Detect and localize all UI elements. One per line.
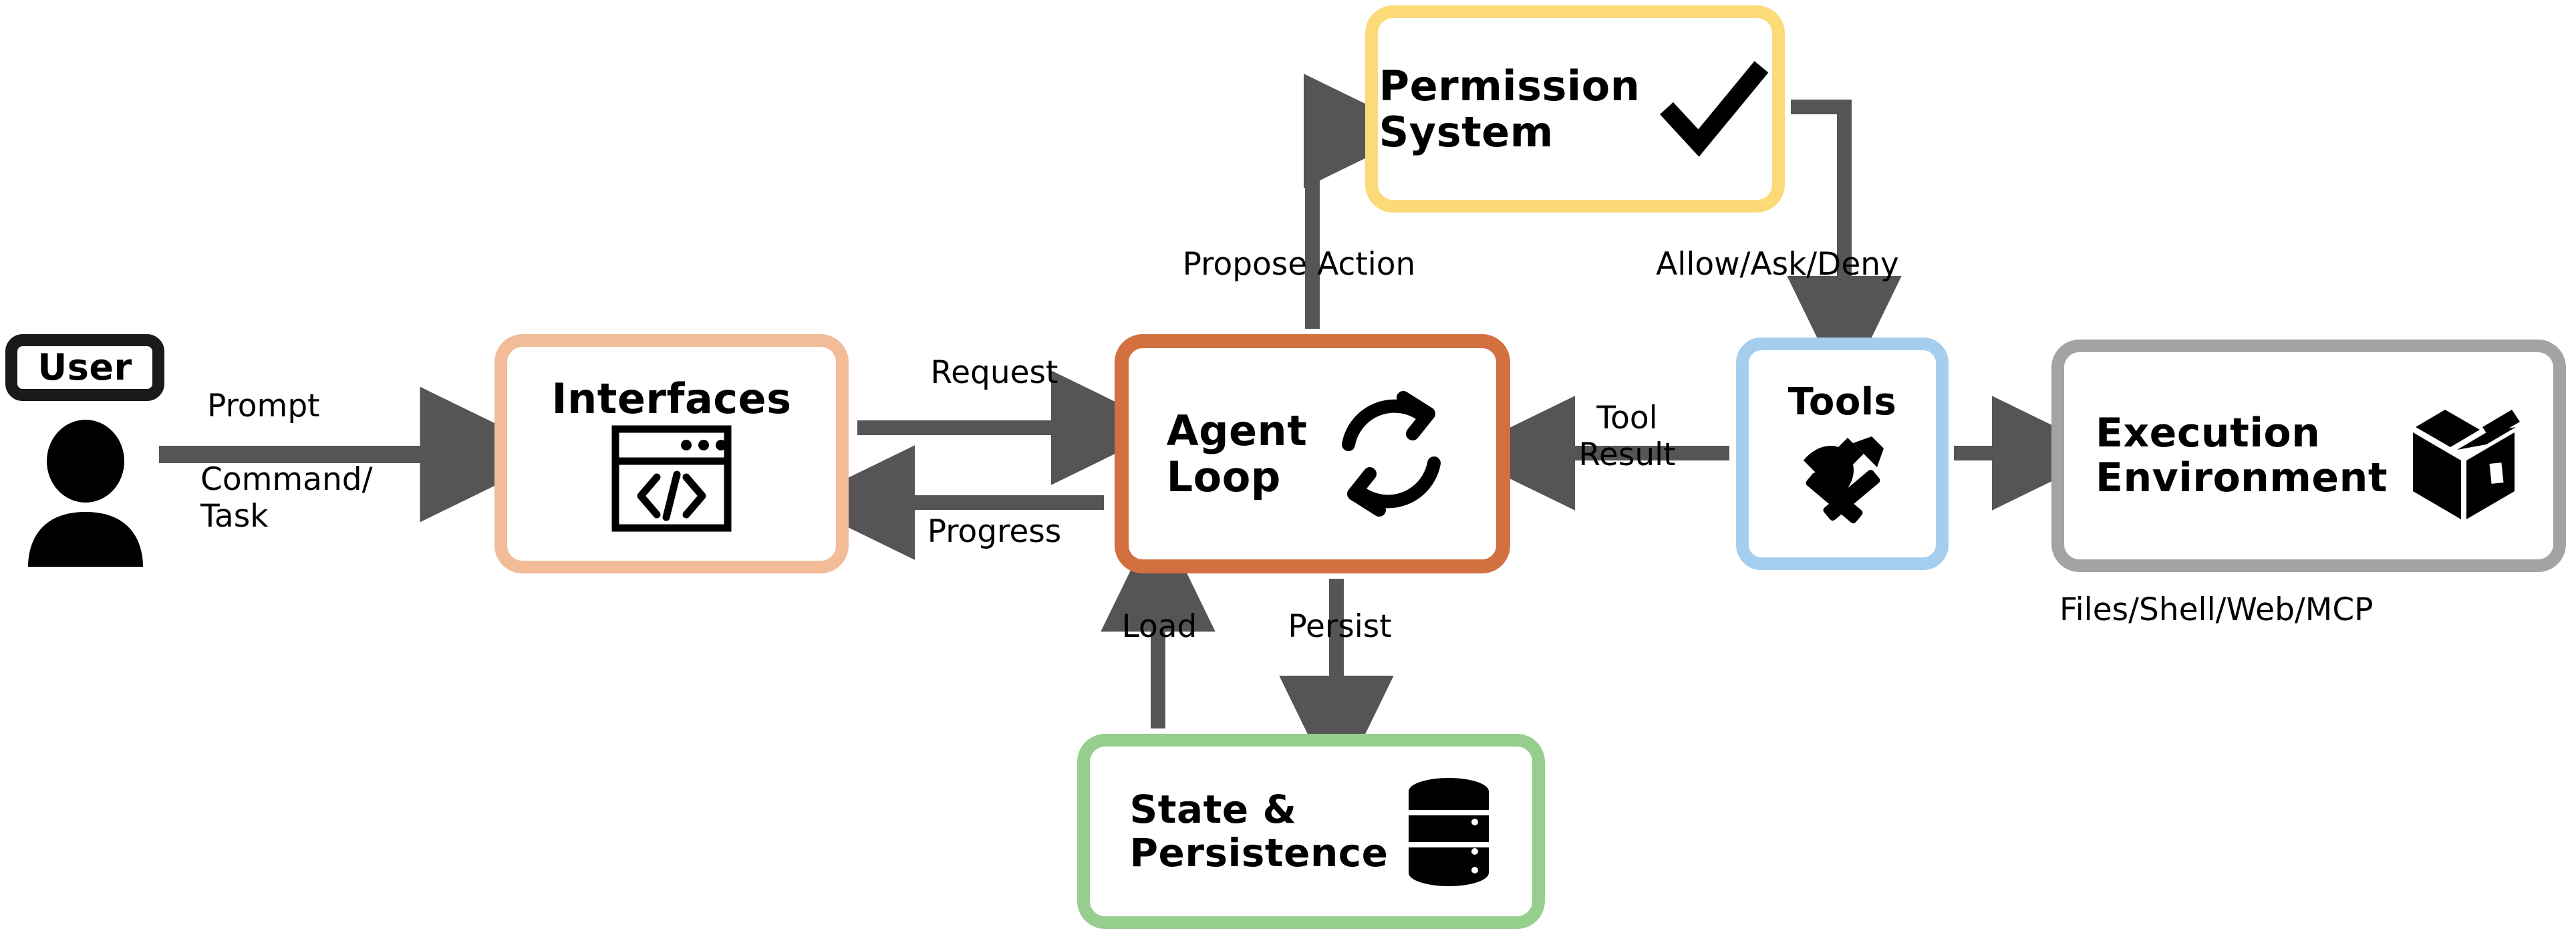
node-tools[interactable]: Tools [1736,338,1949,570]
edge-label-progress: Progress [927,513,1062,550]
node-permission-system-label: Permission System [1379,61,1640,156]
edge-label-request: Request [930,354,1058,391]
node-execution-environment-label: Execution Environment [2095,409,2388,501]
hammer-pickaxe-icon [1804,436,1884,524]
open-box-icon [2413,410,2520,519]
database-icon [1409,777,1489,886]
edge-propose-arrow [1303,74,1421,329]
node-user-label: User [37,346,132,388]
edge-label-tool-result: Tool Result [1578,400,1676,474]
edge-label-persist: Persist [1288,608,1392,645]
checkmark-icon [1660,61,1769,157]
execution-environment-caption: Files/Shell/Web/MCP [2059,591,2374,628]
node-agent-loop-label: Agent Loop [1166,406,1308,501]
node-user[interactable]: User [5,334,164,401]
edge-label-prompt: Prompt [207,388,320,424]
edge-label-command-task: Command/ Task [200,461,373,535]
node-interfaces-label: Interfaces [551,374,792,424]
refresh-loop-icon [1342,391,1441,517]
edge-label-propose-action: Propose Action [1182,246,1416,283]
node-tools-label: Tools [1787,380,1897,424]
node-agent-loop[interactable]: Agent Loop [1115,334,1510,573]
person-icon [28,420,143,567]
node-execution-environment[interactable]: Execution Environment [2051,340,2566,572]
edge-label-allow-ask-deny: Allow/Ask/Deny [1656,246,1899,283]
node-permission-system[interactable]: Permission System [1365,5,1785,213]
edge-label-load: Load [1121,608,1197,645]
node-state-persistence[interactable]: State & Persistence [1077,734,1545,929]
node-state-persistence-label: State & Persistence [1129,787,1389,876]
edge-allow-arrow [1787,100,1902,394]
code-window-icon [611,425,732,532]
node-interfaces[interactable]: Interfaces [494,334,849,573]
